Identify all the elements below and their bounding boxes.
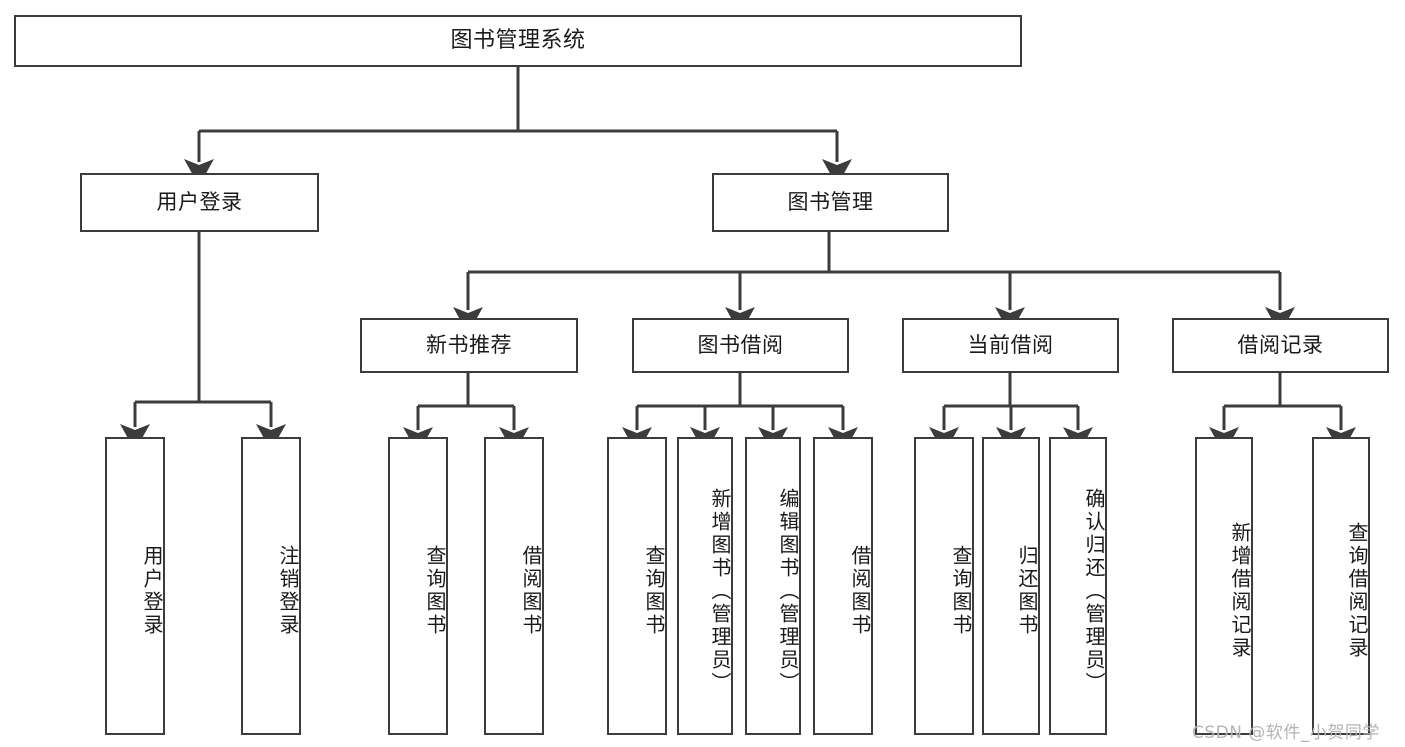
- node-user-login: 用户登录: [80, 173, 319, 232]
- node-current-borrow-label: 当前借阅: [967, 332, 1054, 357]
- leaf-current-return-book: 归还图书: [982, 437, 1040, 735]
- leaf-label: 归还图书: [1015, 545, 1039, 637]
- node-book-borrow-label: 图书借阅: [697, 332, 784, 357]
- leaf-record-query-record: 查询借阅记录: [1312, 437, 1370, 735]
- leaf-label: 查询图书: [423, 545, 447, 637]
- leaf-label: 编辑图书（管理员）: [776, 487, 800, 695]
- leaf-new-book-borrow: 借阅图书: [484, 437, 544, 735]
- leaf-borrow-edit-book: 编辑图书（管理员）: [745, 437, 801, 735]
- leaf-borrow-borrow-book: 借阅图书: [813, 437, 873, 735]
- leaf-borrow-query-book: 查询图书: [607, 437, 667, 735]
- leaf-record-add-record: 新增借阅记录: [1195, 437, 1253, 735]
- leaf-label: 注销登录: [276, 545, 300, 637]
- node-book-management-label: 图书管理: [787, 189, 874, 214]
- node-user-login-label: 用户登录: [156, 189, 243, 214]
- leaf-user-login-logout: 注销登录: [241, 437, 301, 735]
- leaf-borrow-add-book: 新增图书（管理员）: [677, 437, 733, 735]
- node-new-book-recommend-label: 新书推荐: [426, 332, 512, 357]
- leaf-new-book-query: 查询图书: [388, 437, 448, 735]
- leaf-label: 查询图书: [642, 545, 666, 637]
- leaf-current-query-book: 查询图书: [914, 437, 974, 735]
- leaf-label: 用户登录: [140, 545, 164, 637]
- node-borrow-record-label: 借阅记录: [1237, 332, 1324, 357]
- leaf-label: 借阅图书: [848, 545, 872, 637]
- leaf-label: 新增图书（管理员）: [708, 487, 732, 695]
- leaf-label: 借阅图书: [519, 545, 543, 637]
- watermark: CSDN @软件_小贺同学: [1192, 723, 1380, 743]
- node-book-borrow: 图书借阅: [632, 318, 849, 373]
- node-book-management: 图书管理: [712, 173, 949, 232]
- leaf-label: 确认归还（管理员）: [1082, 487, 1106, 695]
- leaf-user-login-login: 用户登录: [105, 437, 165, 735]
- node-root: 图书管理系统: [14, 15, 1022, 67]
- node-root-label: 图书管理系统: [450, 27, 586, 53]
- leaf-current-confirm-return: 确认归还（管理员）: [1049, 437, 1107, 735]
- leaf-label: 查询借阅记录: [1345, 522, 1369, 660]
- node-new-book-recommend: 新书推荐: [360, 318, 578, 373]
- leaf-label: 新增借阅记录: [1228, 522, 1252, 660]
- leaf-label: 查询图书: [949, 545, 973, 637]
- node-current-borrow: 当前借阅: [902, 318, 1119, 373]
- node-borrow-record: 借阅记录: [1172, 318, 1389, 373]
